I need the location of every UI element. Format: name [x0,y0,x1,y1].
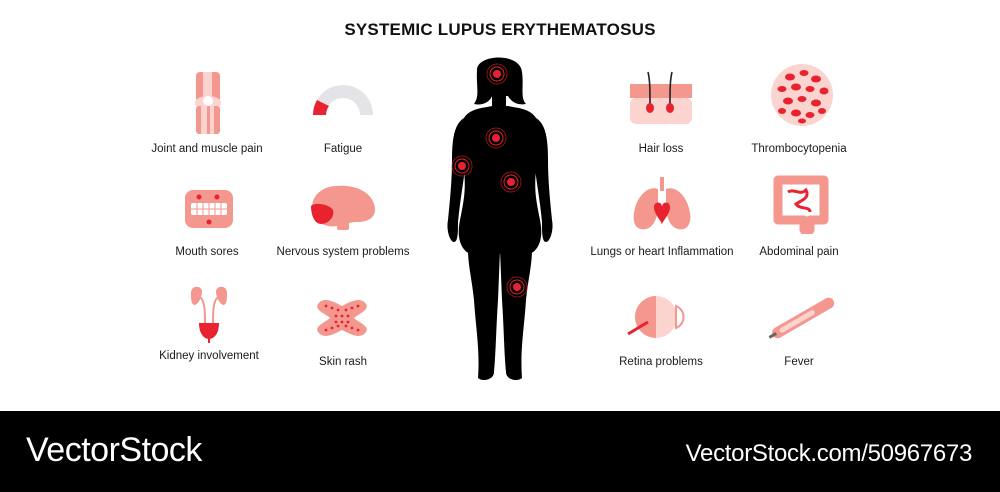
knee-joint-icon [195,72,221,134]
abdominal-pain-label: Abdominal pain [759,246,839,258]
mouth-sores-label: Mouth sores [175,246,239,258]
skin-rash-label: Skin rash [319,356,367,368]
pain-marker-elbow [451,155,473,177]
intestine-icon [773,175,829,234]
fatigue-label: Fatigue [323,143,363,155]
brand-logo: VectorStock [26,431,202,469]
skin-rash-icon [317,300,367,336]
pain-marker-chest [485,127,507,149]
body-silhouette-icon [447,57,553,380]
pain-marker-abdomen [500,171,522,193]
joint-muscle-pain-label: Joint and muscle pain [151,143,263,155]
hair-loss-label: Hair loss [638,143,684,155]
footer-bar: VectorStock VectorStock.com/50967673 [0,411,1000,492]
page-title: SYSTEMIC LUPUS ERYTHEMATOSUS [344,20,656,39]
image-url: VectorStock.com/50967673 [685,440,973,467]
lungs-heart-label: Lungs or heart Inflammation [590,246,734,258]
kidney-involvement-label: Kidney involvement [159,350,259,362]
lungs-heart-icon [633,177,691,230]
fever-label: Fever [784,356,814,368]
blood-cells-icon [771,64,833,126]
retina-problems-label: Retina problems [619,356,703,368]
thermometer-icon [768,297,835,339]
nervous-system-label: Nervous system problems [276,246,410,258]
thrombocytopenia-label: Thrombocytopenia [751,143,847,155]
pain-marker-head [486,63,508,85]
hair-follicle-icon [630,71,692,124]
eye-retina-icon [627,296,685,338]
brain-icon [311,185,375,230]
mouth-sores-icon [185,190,233,228]
pain-marker-knee [506,276,528,298]
fatigue-gauge-icon [312,85,373,115]
kidney-icon [191,286,227,343]
